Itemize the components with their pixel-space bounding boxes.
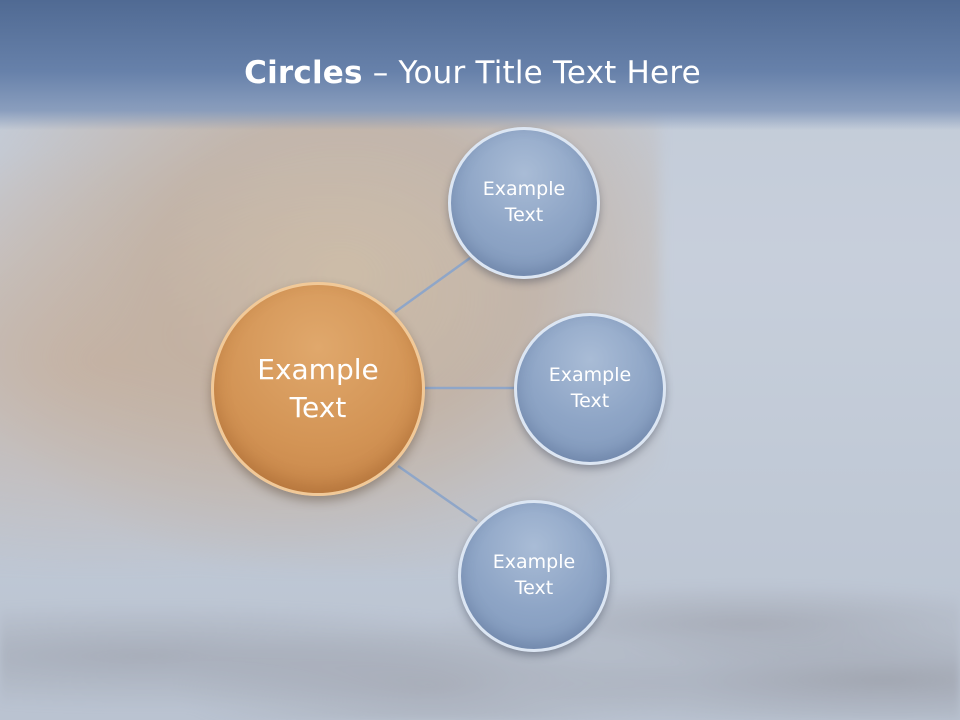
satellite-circle-bottom: Example Text (458, 500, 610, 652)
connector-line-bottom (397, 464, 478, 523)
connector-line-top (394, 256, 471, 314)
title-bold: Circles (244, 55, 363, 91)
title-rest: – Your Title Text Here (362, 55, 701, 91)
slide-title: Circles – Your Title Text Here (0, 55, 945, 91)
satellite-circle-top: Example Text (448, 127, 600, 279)
satellite-circle-text: Example Text (492, 551, 576, 599)
center-circle-text: Example Text (257, 353, 379, 424)
satellite-circle-middle: Example Text (514, 313, 666, 465)
satellite-circle-text: Example Text (548, 364, 632, 412)
center-circle: Example Text (211, 282, 425, 496)
title-band (0, 0, 960, 130)
satellite-circle-text: Example Text (482, 178, 566, 226)
